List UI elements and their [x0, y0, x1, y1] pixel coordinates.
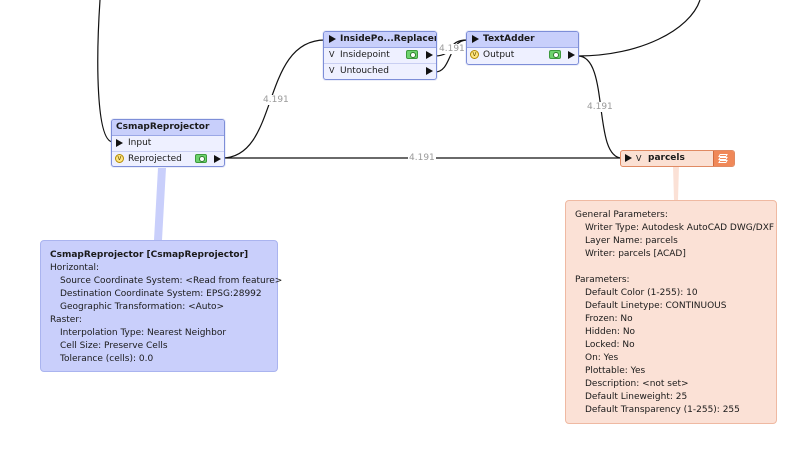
tooltip-section: Parameters:	[575, 275, 630, 285]
eye-icon[interactable]	[406, 50, 418, 59]
input-port-icon[interactable]	[329, 35, 336, 43]
tooltip-param: On: Yes	[585, 353, 619, 363]
link-count-label: 4.191	[586, 102, 614, 112]
node-title[interactable]: TextAdder	[467, 32, 578, 48]
output-port-insidepoint[interactable]: V Insidepoint	[324, 48, 436, 63]
insidepoint-replacer-node[interactable]: InsidePo...Replacer V Insidepoint V Unto…	[323, 31, 437, 80]
node-title[interactable]: InsidePo...Replacer	[324, 32, 436, 48]
tooltip-section: General Parameters:	[575, 210, 668, 220]
tooltip-param: Default Lineweight: 25	[585, 392, 688, 402]
port-label: Input	[128, 138, 152, 148]
node-title[interactable]: CsmapReprojector	[112, 120, 224, 136]
node-title-text: TextAdder	[483, 34, 535, 44]
tooltip-param: Frozen: No	[585, 314, 633, 324]
tooltip-pointer-csmap	[154, 168, 166, 240]
tooltip-param: Default Linetype: CONTINUOUS	[585, 301, 727, 311]
circle-chevron-icon[interactable]: v	[115, 154, 124, 163]
circle-chevron-icon[interactable]: v	[470, 50, 479, 59]
tooltip-param: Default Color (1-255): 10	[585, 288, 698, 298]
chevron-down-icon[interactable]: V	[636, 154, 642, 163]
link-count-label: 4.191	[438, 44, 466, 54]
tooltip-param: Default Transparency (1-255): 255	[585, 405, 740, 415]
link-count-label: 4.191	[262, 95, 290, 105]
output-port-icon[interactable]	[568, 51, 575, 59]
output-port-icon[interactable]	[426, 67, 433, 75]
tooltip-param: Interpolation Type: Nearest Neighbor	[60, 328, 227, 338]
output-port-untouched[interactable]: V Untouched	[324, 63, 436, 79]
tooltip-param: Locked: No	[585, 340, 635, 350]
input-port-icon[interactable]	[472, 35, 479, 43]
link-count-label: 4.191	[408, 153, 436, 163]
wire-incoming-to-csmap[interactable]	[97, 0, 114, 143]
tooltip-param: Description: <not set>	[585, 379, 689, 389]
output-port-icon[interactable]	[426, 51, 433, 59]
node-title-text: InsidePo...Replacer	[340, 34, 436, 44]
port-label: Output	[483, 50, 515, 60]
tooltip-param: Plottable: Yes	[585, 366, 646, 376]
tooltip-param: Writer: parcels [ACAD]	[585, 249, 686, 259]
tooltip-param: Layer Name: parcels	[585, 236, 678, 246]
port-label: Untouched	[340, 66, 389, 76]
chevron-down-icon[interactable]: V	[329, 50, 335, 59]
parcels-writer-node[interactable]: V parcels	[620, 150, 735, 167]
output-port-icon[interactable]	[214, 155, 221, 163]
tooltip-param: Tolerance (cells): 0.0	[60, 354, 154, 364]
port-label: Insidepoint	[340, 50, 390, 60]
input-port[interactable]: Input	[112, 136, 224, 151]
tooltip-param: Hidden: No	[585, 327, 636, 337]
input-port-icon[interactable]	[625, 154, 632, 162]
tooltip-param: Writer Type: Autodesk AutoCAD DWG/DXF	[585, 223, 775, 233]
tooltip-heading: CsmapReprojector [CsmapReprojector]	[50, 250, 249, 260]
tooltip-section: Horizontal:	[50, 263, 99, 273]
tooltip-section: Raster:	[50, 315, 82, 325]
eye-icon[interactable]	[549, 50, 561, 59]
wire-untouched-loop[interactable]	[434, 39, 468, 73]
tooltip-param: Destination Coordinate System: EPSG:2899…	[60, 289, 262, 299]
eye-icon[interactable]	[195, 154, 207, 163]
tooltip-param: Geographic Transformation: <Auto>	[60, 302, 225, 312]
tooltip-pointer-parcels	[673, 166, 679, 200]
tooltip-param: Cell Size: Preserve Cells	[60, 341, 168, 351]
node-title[interactable]: parcels	[648, 153, 685, 163]
tooltip-spacer	[575, 261, 767, 274]
layers-icon[interactable]	[713, 151, 734, 166]
csmap-tooltip: CsmapReprojector [CsmapReprojector] Hori…	[40, 240, 283, 372]
textadder-node[interactable]: TextAdder v Output	[466, 31, 579, 65]
csmap-reprojector-node[interactable]: CsmapReprojector Input v Reprojected	[111, 119, 225, 167]
input-port-icon	[116, 139, 123, 147]
port-label: Reprojected	[128, 154, 182, 164]
tooltip-param: Source Coordinate System: <Read from fea…	[60, 276, 283, 286]
parcels-tooltip: General Parameters: Writer Type: Autodes…	[565, 200, 777, 424]
output-port-output[interactable]: v Output	[467, 48, 578, 63]
chevron-down-icon[interactable]: V	[329, 66, 335, 75]
output-port-reprojected[interactable]: v Reprojected	[112, 151, 224, 167]
wire-textadder-outgoing[interactable]	[577, 0, 701, 57]
